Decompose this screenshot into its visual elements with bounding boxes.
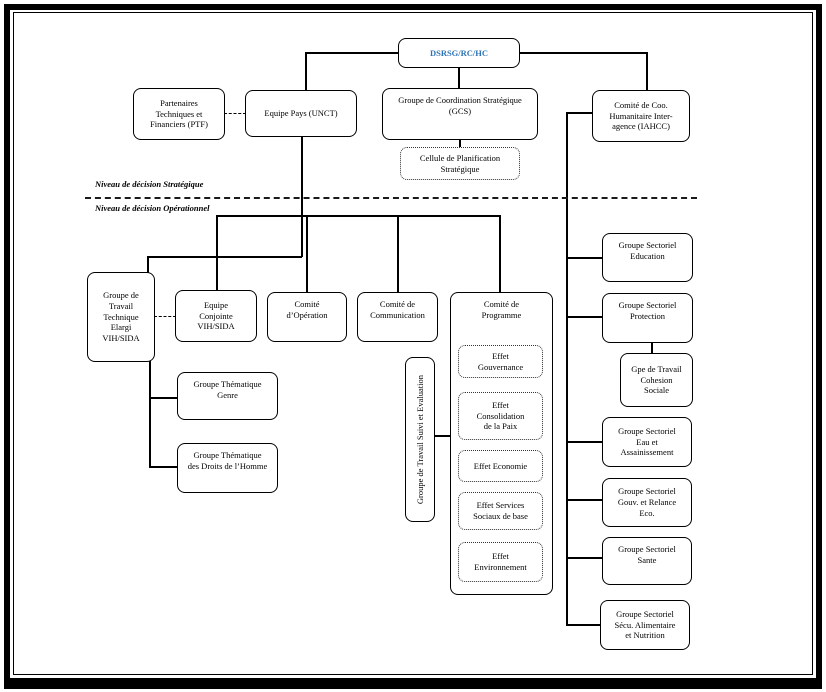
connector [434,435,451,437]
node-comite-communication: Comité de Communication [357,292,438,342]
node-effet-gouvernance: Effet Gouvernance [458,345,543,378]
connector [566,557,603,559]
node-effet-economie: Effet Economie [458,450,543,482]
node-gs-secu-alimentaire: Groupe Sectoriel Sécu. Alimentaire et Nu… [600,600,690,650]
node-gt-droits-homme: Groupe Thématique des Droits de l’Homme [177,443,278,493]
node-gtt-vih-sida: Groupe de Travail Technique Elargi VIH/S… [87,272,155,362]
connector [566,499,603,501]
connector [566,624,601,626]
operational-level-label: Niveau de décision Opérationnel [95,203,210,213]
node-gs-eau: Groupe Sectoriel Eau et Assainissement [602,417,692,467]
node-ptf: Partenaires Techniques et Financiers (PT… [133,88,225,140]
connector [651,342,653,354]
connector [566,441,603,443]
node-gt-cohesion-sociale: Gpe de Travail Cohesion Sociale [620,353,693,407]
connector [149,466,178,468]
node-dsrsg: DSRSG/RC/HC [398,38,520,68]
connector [147,256,149,273]
gtse-label: Groupe de Travail Suivi et Evaluation [414,374,425,505]
node-comite-operation: Comité d’Opération [267,292,347,342]
connector [566,257,603,259]
node-equipe-conjointe: Equipe Conjointe VIH/SIDA [175,290,257,342]
node-iahcc: Comité de Coo. Humanitaire Inter- agence… [592,90,690,142]
node-effet-services: Effet Services Sociaux de base [458,492,543,530]
node-gt-genre: Groupe Thématique Genre [177,372,278,420]
connector [459,139,461,147]
node-gcs: Groupe de Coordination Stratégique (GCS) [382,88,538,140]
connector [646,52,648,90]
strategic-level-label: Niveau de décision Stratégique [95,179,204,189]
connector [519,52,647,54]
node-gs-protection: Groupe Sectoriel Protection [602,293,693,343]
connector [397,215,399,293]
dashed-connector [154,316,176,317]
connector [149,361,151,467]
node-equipe-pays: Equipe Pays (UNCT) [245,90,357,137]
connector [216,215,500,217]
node-effet-consolidation: Effet Consolidation de la Paix [458,392,543,440]
connector [216,215,218,291]
connector [566,112,593,114]
connector [566,316,603,318]
connector [566,112,568,625]
node-gtse: Groupe de Travail Suivi et Evaluation [405,357,435,522]
node-gs-gouv-relance: Groupe Sectoriel Gouv. et Relance Eco. [602,478,692,527]
connector [306,52,399,54]
connector [148,256,302,258]
connector [305,52,307,90]
connector [499,215,501,293]
dashed-connector [224,113,246,114]
decision-level-separator [85,197,697,199]
node-cellule-planification: Cellule de Planification Stratégique [400,147,520,180]
connector [149,397,178,399]
connector [458,68,460,88]
node-effet-environnement: Effet Environnement [458,542,543,582]
connector [306,215,308,293]
node-gs-sante: Groupe Sectoriel Sante [602,537,692,585]
node-gs-education: Groupe Sectoriel Education [602,233,693,282]
